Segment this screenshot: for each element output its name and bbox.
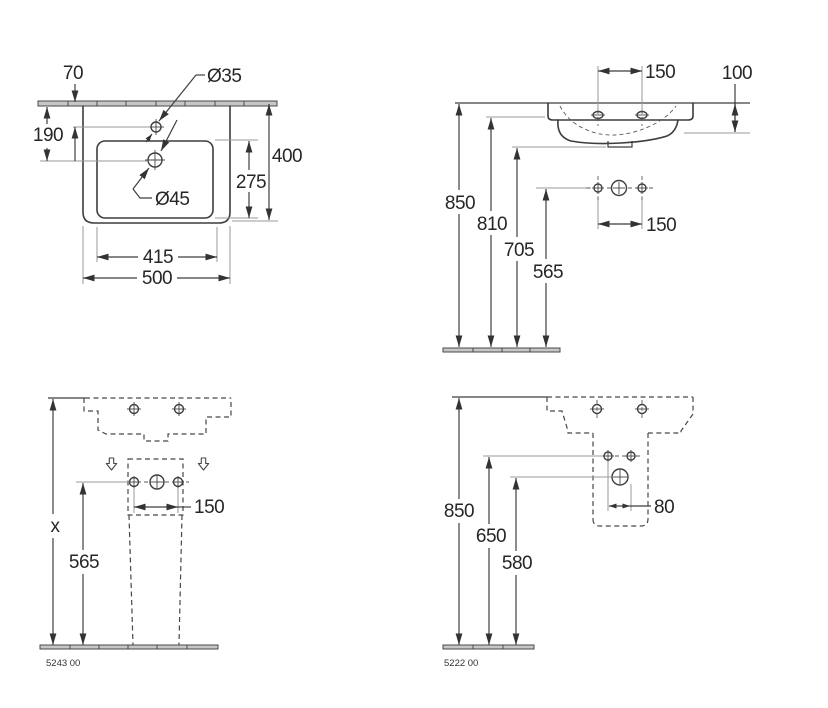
basin-rim-profile — [547, 102, 694, 121]
trap-stub — [607, 141, 633, 148]
dim-label-415: 415 — [143, 247, 173, 268]
side-elevation-view: 150 100 850 810 705 565 150 — [442, 62, 753, 353]
dim-label-565: 565 — [69, 552, 99, 573]
dim-label-x: x — [51, 516, 61, 537]
basin-hidden-outline — [546, 396, 694, 434]
dim-label-705: 705 — [504, 240, 534, 261]
siphon-extension-lines — [483, 455, 632, 511]
dim-label-100: 100 — [722, 63, 752, 84]
bowl-hidden-contour — [559, 105, 677, 136]
front-pedestal-view: x 565 150 5243 00 — [39, 397, 232, 669]
leader-dia45 — [160, 119, 178, 152]
plan-extension-lines — [40, 126, 278, 284]
dim-label-850: 850 — [444, 501, 474, 522]
product-code: 5243 00 — [46, 658, 80, 669]
dim-label-850: 850 — [445, 193, 475, 214]
dim-label-565: 565 — [533, 262, 563, 283]
dim-label-dia35: Ø35 — [207, 66, 241, 87]
dim-label-70: 70 — [63, 63, 83, 84]
mounting-arrow-icon — [105, 457, 118, 471]
dim-label-500: 500 — [142, 268, 172, 289]
dim-label-190: 190 — [33, 125, 63, 146]
dim-label-580: 580 — [502, 553, 532, 574]
side-siphon-view: 850 650 580 80 5222 00 — [442, 396, 694, 669]
mounting-arrow-icon — [197, 457, 210, 471]
floor-line — [39, 644, 219, 650]
inner-bowl-outline — [96, 140, 214, 219]
dim-label-80: 80 — [654, 497, 674, 518]
dim-label-150: 150 — [194, 497, 224, 518]
basin-bowl-profile — [557, 119, 679, 145]
product-code: 5222 00 — [444, 658, 478, 669]
washbasin-outline — [82, 105, 231, 224]
dim-label-650: 650 — [476, 526, 506, 547]
basin-hidden-outline — [83, 397, 232, 442]
dim-label-810: 810 — [477, 214, 507, 235]
dim-label-dia45: Ø45 — [155, 189, 189, 210]
side-extension-lines — [486, 66, 750, 229]
siphon-cover-outline — [592, 433, 649, 527]
pedestal-hidden-outline — [127, 458, 184, 646]
dim-label-275: 275 — [236, 172, 266, 193]
dim-label-400: 400 — [272, 146, 302, 167]
plan-view: 70 190 Ø35 Ø45 400 275 415 500 — [33, 63, 303, 289]
floor-line — [442, 644, 535, 650]
dim-label-150-holes: 150 — [646, 215, 676, 236]
wall-section-band — [37, 100, 278, 107]
wall-band-ticks — [67, 101, 245, 106]
dim-label-150-top: 150 — [645, 62, 675, 83]
